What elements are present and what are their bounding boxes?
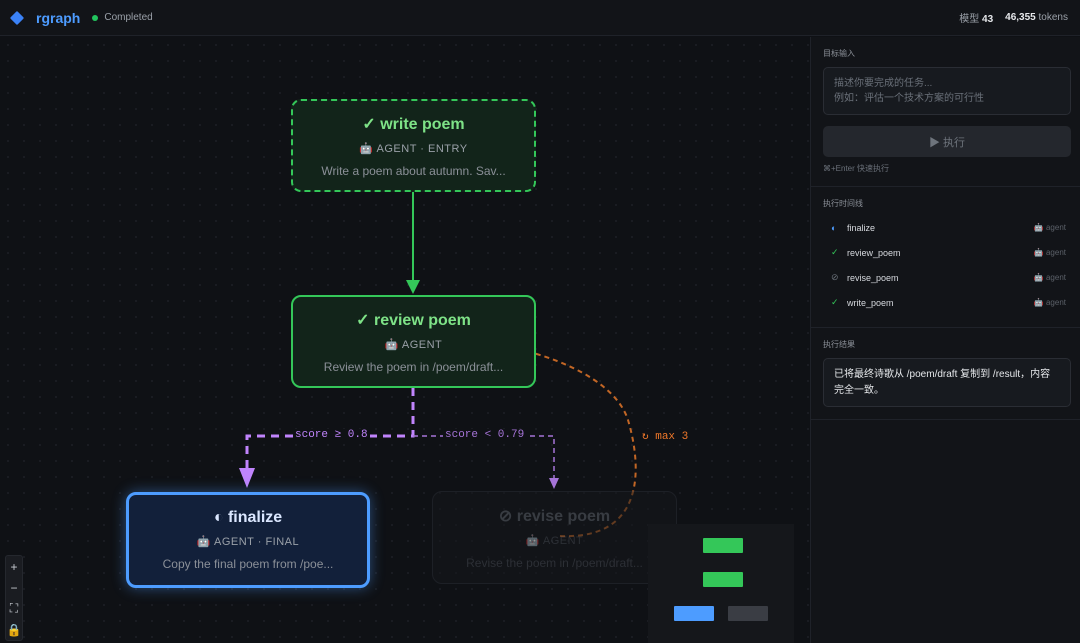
divider [811, 186, 1080, 187]
node-meta: 🤖 AGENT · ENTRY [359, 142, 468, 155]
node-title: ✓ review poem [356, 311, 471, 329]
task-input-label: 目标输入 [823, 49, 855, 58]
shortcut-hint: ⌘+Enter 快速执行 [823, 164, 890, 173]
timeline-item[interactable]: ✓ write_poem 🤖 agent [811, 290, 1080, 315]
timeline-status-icon: ◐ [831, 222, 837, 233]
model-count: 模型 43 [959, 14, 994, 25]
node-meta: 🤖 AGENT [525, 534, 584, 547]
node-description: Revise the poem in /poem/draft... [466, 555, 643, 570]
result-output: 已将最终诗歌从 /poem/draft 复制到 /result，内容完全一致。 [823, 358, 1071, 407]
timeline-node-name: write_poem [847, 297, 894, 308]
timeline-status-icon: ⊘ [831, 272, 839, 282]
task-input[interactable]: 描述你要完成的任务... 例如：评估一个技术方案的可行性 [823, 67, 1071, 115]
timeline-node-name: revise_poem [847, 272, 899, 283]
timeline-item[interactable]: ⊘ revise_poem 🤖 agent [811, 265, 1080, 290]
node-description: Copy the final poem from /poe... [162, 557, 334, 571]
timeline-node-type: 🤖 agent [1033, 248, 1066, 257]
top-bar: rgraph Completed 模型 43 46,355 tokens [0, 0, 1080, 36]
edge-review-revise [413, 435, 555, 480]
timeline-node-type: 🤖 agent [1033, 223, 1066, 232]
app-name: rgraph [36, 9, 81, 26]
timeline-label: 执行时间线 [823, 199, 863, 208]
minimap-node-finalize [674, 606, 714, 621]
zoom-in-button[interactable]: + [10, 559, 18, 574]
result-label: 执行结果 [823, 340, 855, 349]
node-meta: 🤖 AGENT · FINAL [196, 536, 300, 548]
arrow-write-review [406, 280, 420, 294]
node-description: Review the poem in /poem/draft... [323, 359, 504, 374]
fit-view-button[interactable]: ⛶ [9, 601, 19, 615]
minimap-node-write [703, 538, 743, 553]
node-finalize[interactable]: ◐ finalize 🤖 AGENT · FINAL Copy the fina… [126, 492, 370, 588]
timeline-node-type: 🤖 agent [1033, 298, 1066, 307]
divider [811, 327, 1080, 328]
token-count: 46,355 tokens [1005, 12, 1068, 23]
minimap-node-review [703, 572, 743, 587]
timeline-list: ◐ finalize 🤖 agent ✓ review_poem 🤖 agent… [811, 209, 1080, 315]
node-description: Write a poem about autumn. Sav... [321, 163, 506, 178]
node-revise-poem[interactable]: ⊘ revise poem 🤖 AGENT Revise the poem in… [432, 491, 677, 584]
run-button[interactable]: ▶ 执行 [823, 126, 1071, 157]
lock-icon[interactable]: 🔒 [6, 622, 22, 637]
usage-stats: 模型 43 46,355 tokens [959, 10, 1068, 25]
timeline-status-icon: ✓ [831, 247, 839, 257]
edge-label-loop: ↻ max 3 [640, 429, 691, 443]
graph-canvas[interactable]: score ≥ 0.8 score < 0.79 ↻ max 3 ✓ write… [0, 37, 810, 643]
logo-icon [9, 10, 25, 25]
timeline-item[interactable]: ◐ finalize 🤖 agent [811, 215, 1080, 240]
timeline-status-icon: ✓ [831, 297, 839, 307]
timeline-node-name: finalize [847, 222, 876, 233]
node-meta: 🤖 AGENT [384, 338, 443, 351]
arrow-review-finalize [239, 468, 255, 488]
node-title: ⊘ revise poem [498, 507, 611, 525]
node-title: ✓ write poem [362, 115, 465, 133]
node-review-poem[interactable]: ✓ review poem 🤖 AGENT Review the poem in… [291, 295, 536, 388]
zoom-controls: + − ⛶ 🔒 [5, 555, 23, 641]
timeline-item[interactable]: ✓ review_poem 🤖 agent [811, 240, 1080, 265]
status-dot-icon [92, 14, 99, 21]
arrow-review-revise [549, 478, 559, 489]
timeline-node-type: 🤖 agent [1033, 273, 1066, 282]
divider [811, 419, 1080, 420]
edge-label-pass: score ≥ 0.8 [293, 429, 370, 441]
zoom-out-button[interactable]: − [10, 580, 18, 595]
edge-label-fail: score < 0.79 [443, 429, 527, 441]
node-title: ◐ finalize [213, 509, 283, 526]
node-write-poem[interactable]: ✓ write poem 🤖 AGENT · ENTRY Write a poe… [291, 99, 536, 192]
sidebar: 目标输入 描述你要完成的任务... 例如：评估一个技术方案的可行性 ▶ 执行 ⌘… [810, 37, 1080, 643]
minimap[interactable] [648, 524, 794, 643]
timeline-node-name: review_poem [847, 247, 901, 258]
minimap-node-revise [728, 606, 768, 621]
run-status: Completed [104, 12, 153, 23]
